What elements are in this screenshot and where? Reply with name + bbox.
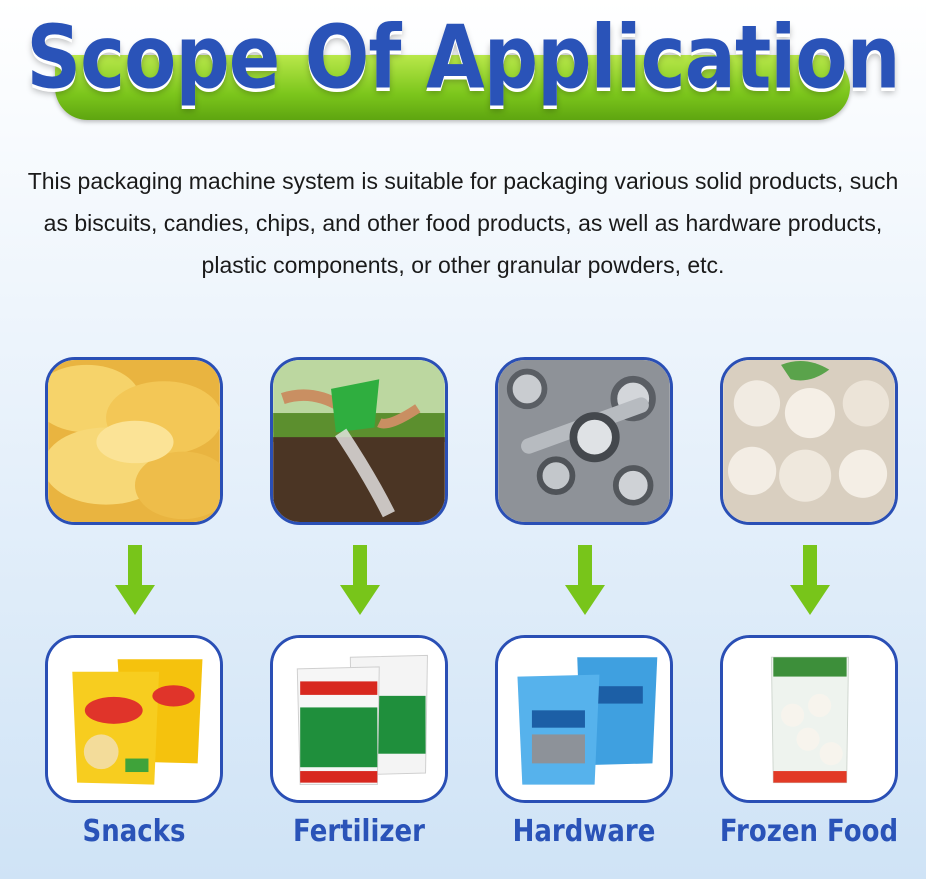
frozen-food-bag-package-icon <box>723 638 895 800</box>
hardware-package <box>495 635 673 803</box>
snacks-photo <box>45 357 223 525</box>
frozen-food-package <box>720 635 898 803</box>
fish-balls-photo-icon <box>723 360 895 522</box>
fertilizer-spreading-photo-icon <box>273 360 445 522</box>
fertilizer-bag-package-icon <box>273 638 445 800</box>
down-arrow-icon <box>790 545 830 615</box>
chips-bag-package-icon <box>48 638 220 800</box>
category-label-hardware: Hardware <box>512 814 656 850</box>
page-title: Scope Of Application <box>26 5 900 109</box>
title-banner <box>55 55 850 120</box>
fertilizer-package <box>270 635 448 803</box>
down-arrow-icon <box>340 545 380 615</box>
hardware-photo <box>495 357 673 525</box>
fertilizer-photo <box>270 357 448 525</box>
category-label-frozen-food: Frozen Food <box>719 814 899 850</box>
snacks-package <box>45 635 223 803</box>
down-arrow-icon <box>115 545 155 615</box>
down-arrow-icon <box>565 545 605 615</box>
hardware-bag-package-icon <box>498 638 670 800</box>
nuts-bolts-photo-icon <box>498 360 670 522</box>
category-label-fertilizer: Fertilizer <box>293 814 425 850</box>
frozen-food-photo <box>720 357 898 525</box>
potato-chips-photo-icon <box>48 360 220 522</box>
description-text: This packaging machine system is suitabl… <box>27 168 899 278</box>
category-label-snacks: Snacks <box>82 814 186 850</box>
